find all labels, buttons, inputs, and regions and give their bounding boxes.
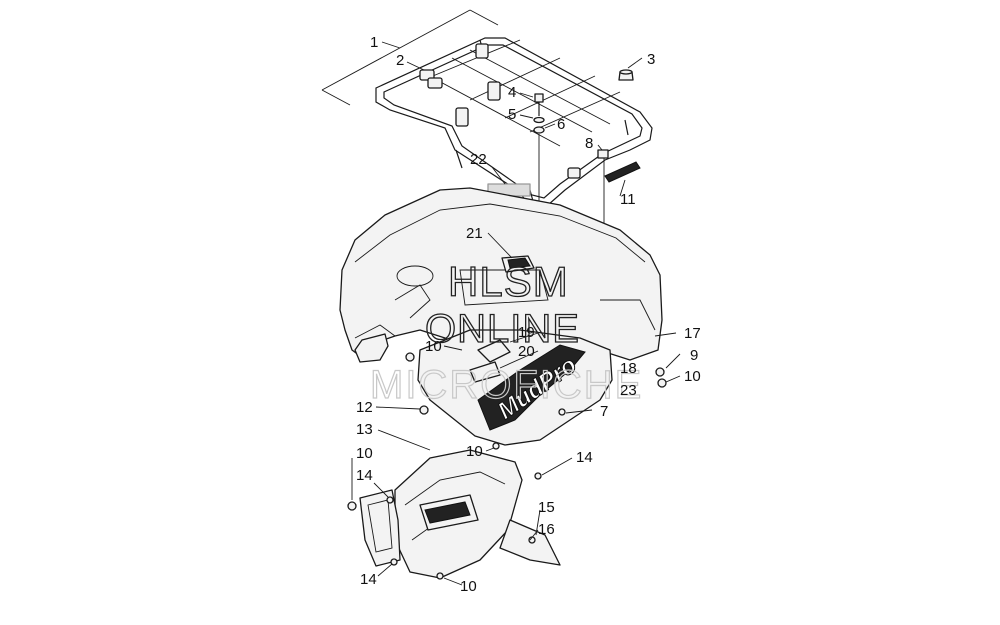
callout-12: 12 <box>356 399 373 416</box>
watermark-microfiche: MICROFICHE <box>370 363 643 407</box>
callout-11: 11 <box>620 191 636 208</box>
callout-10-c: 10 <box>466 443 483 460</box>
callout-7: 7 <box>600 403 608 420</box>
callout-15: 15 <box>538 499 555 516</box>
leader-lines <box>351 41 681 586</box>
callout-20: 20 <box>518 343 535 360</box>
callout-10-a: 10 <box>425 338 442 355</box>
callout-21: 21 <box>466 225 483 242</box>
callout-16: 16 <box>538 521 555 538</box>
callout-23: 23 <box>620 382 637 399</box>
watermark-hlsm: HLSM <box>448 258 569 305</box>
callout-17: 17 <box>684 325 701 342</box>
footwell <box>347 449 561 580</box>
callout-3: 3 <box>647 51 655 68</box>
callout-5: 5 <box>508 106 516 123</box>
callout-10-b: 10 <box>684 368 701 385</box>
callout-14-a: 14 <box>356 467 373 484</box>
callout-6: 6 <box>557 116 565 133</box>
rear-rack <box>375 37 653 211</box>
side-panel: MudPro <box>405 329 667 450</box>
callout-14-b: 14 <box>576 449 593 466</box>
callout-2: 2 <box>396 52 404 69</box>
callout-10-e: 10 <box>460 578 477 595</box>
callout-19: 19 <box>518 324 535 341</box>
callout-labels: 1 2 3 4 5 6 8 11 22 21 10 19 20 17 9 18 … <box>356 34 701 595</box>
watermark-online: ONLINE <box>425 307 580 351</box>
callout-10-d: 10 <box>356 445 373 462</box>
callout-14-c: 14 <box>360 571 377 588</box>
callout-8: 8 <box>585 135 593 152</box>
callout-13: 13 <box>356 421 373 438</box>
assembly-bracket <box>321 9 499 106</box>
callout-1: 1 <box>370 34 378 51</box>
rear-fender <box>339 187 663 363</box>
callout-22: 22 <box>470 151 487 168</box>
callout-18: 18 <box>620 360 637 377</box>
callout-9: 9 <box>690 347 698 364</box>
callout-4: 4 <box>508 84 516 101</box>
watermark: MICROFICHE HLSM ONLINE <box>369 257 643 407</box>
